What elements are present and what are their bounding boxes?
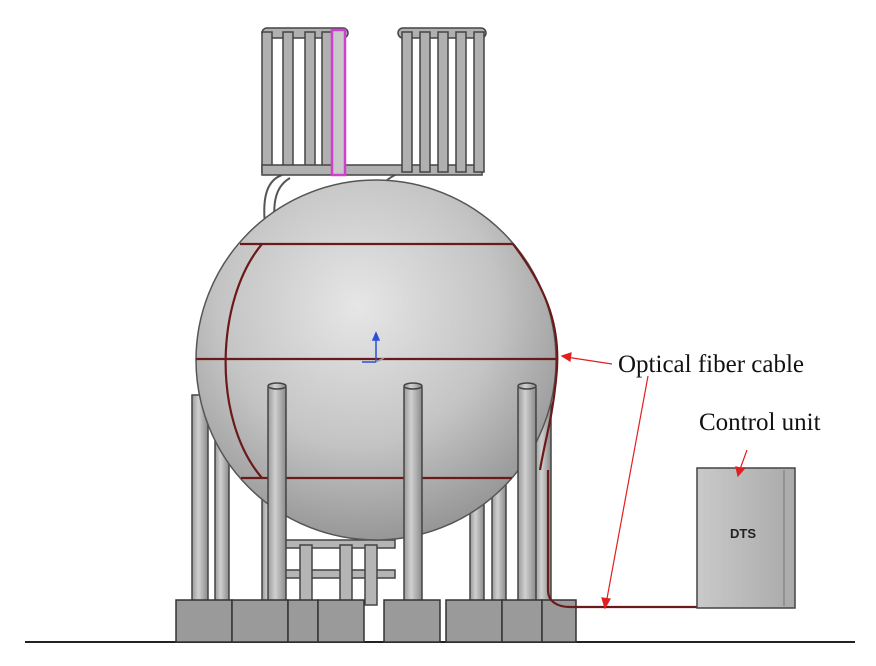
dts-label: DTS xyxy=(730,526,756,541)
control-unit-box xyxy=(696,467,796,609)
top-frame-left xyxy=(261,27,483,176)
front-legs xyxy=(267,382,537,606)
highlighted-pipe xyxy=(330,28,347,177)
top-frame-right xyxy=(397,27,487,173)
optical-fiber-cable-label: Optical fiber cable xyxy=(618,351,804,378)
annotation-arrows xyxy=(560,352,748,610)
foundation-blocks xyxy=(175,599,577,643)
axis-marker-icon xyxy=(362,331,385,363)
control-unit-label: Control unit xyxy=(699,409,821,436)
fiber-cable-run xyxy=(546,470,700,609)
leg-bracing xyxy=(274,539,396,606)
